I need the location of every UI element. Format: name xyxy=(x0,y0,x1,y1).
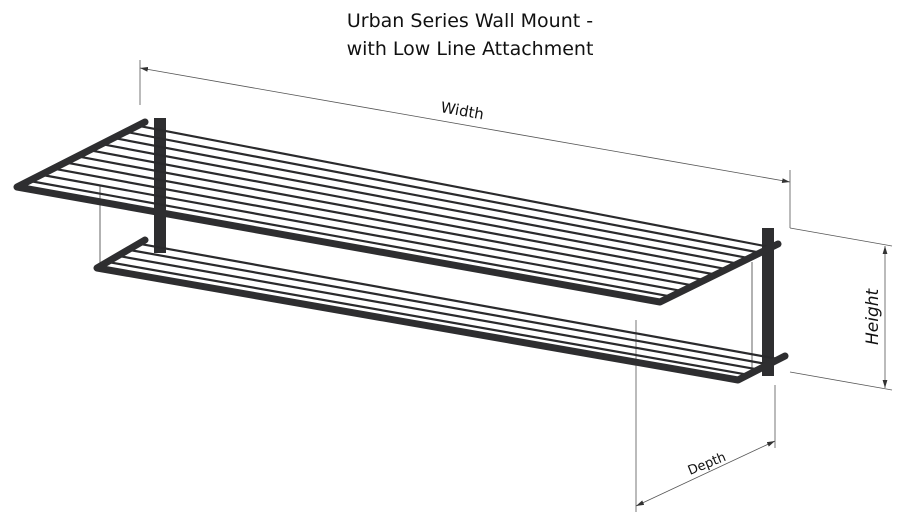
left-wall-post xyxy=(154,118,166,253)
shelf-rod xyxy=(113,136,750,260)
shelf-rod xyxy=(53,167,694,287)
shelf-rod xyxy=(128,248,769,366)
shelf-rod xyxy=(137,124,772,249)
shelf-frame-rail xyxy=(13,118,782,306)
width-label: Width xyxy=(439,98,485,123)
shelf-rod xyxy=(107,260,749,376)
shelf-rod xyxy=(89,149,727,271)
height-label: Height xyxy=(863,287,883,345)
title-line-2: with Low Line Attachment xyxy=(346,38,594,60)
shelf-rod xyxy=(28,179,672,298)
depth-dimension: Depth xyxy=(635,320,776,512)
shelf-rod xyxy=(138,242,780,361)
depth-label: Depth xyxy=(686,450,728,479)
shelf-rod xyxy=(40,173,683,293)
title-line-1: Urban Series Wall Mount - xyxy=(346,10,594,32)
right-wall-post xyxy=(762,228,774,376)
height-dimension: Height xyxy=(789,227,893,391)
shelf-rod xyxy=(117,254,759,371)
upper-shelf xyxy=(13,118,782,306)
lower-shelf xyxy=(93,236,789,384)
shelf-frame-rail xyxy=(93,236,789,384)
shelf-rod xyxy=(101,142,739,265)
shelf-rod xyxy=(65,161,705,282)
shelf-rod xyxy=(125,130,761,254)
shelf-rod xyxy=(77,155,716,276)
